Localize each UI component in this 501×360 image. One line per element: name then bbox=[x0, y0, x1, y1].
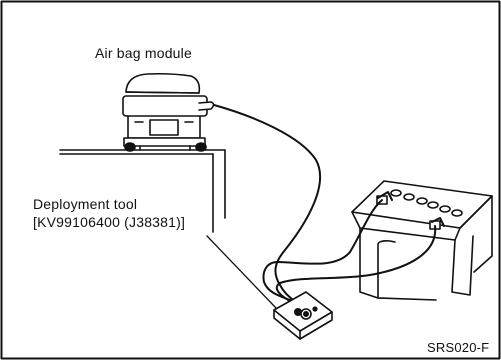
air-bag-module-label: Air bag module bbox=[95, 45, 192, 61]
deployment-tool-label: Deployment tool bbox=[33, 196, 138, 212]
tool-leader-line bbox=[206, 235, 277, 309]
module-cable bbox=[213, 104, 322, 303]
battery bbox=[351, 180, 493, 301]
battery-leads bbox=[262, 191, 445, 303]
deployment-tool bbox=[273, 291, 333, 340]
air-bag-module bbox=[122, 72, 215, 152]
deployment-tool-part-number: [KV99106400 (J38381)] bbox=[33, 214, 186, 230]
figure-code: SRS020-F bbox=[427, 340, 490, 355]
